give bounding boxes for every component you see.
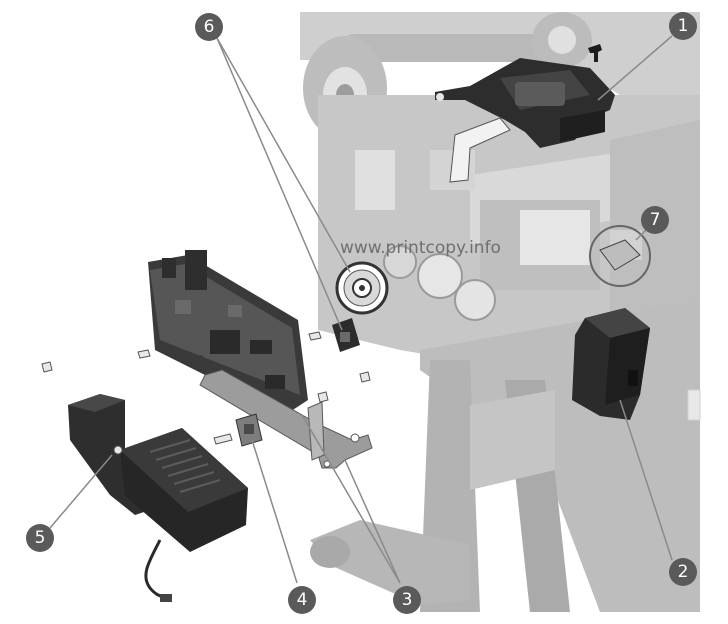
small-bracket <box>235 413 263 447</box>
callout-2-label: 2 <box>678 562 689 582</box>
sensor-highlight <box>589 225 651 287</box>
callout-1-label: 1 <box>678 16 689 36</box>
callout-1: 1 <box>669 12 697 40</box>
main-pcb <box>148 250 308 415</box>
screws <box>41 331 371 445</box>
encoder-disc <box>335 261 389 315</box>
callout-3-label: 3 <box>402 590 413 610</box>
power-supply <box>68 394 248 602</box>
screw <box>588 44 602 62</box>
callout-7-label: 7 <box>650 210 661 230</box>
callout-4-label: 4 <box>297 590 308 610</box>
callout-5: 5 <box>26 524 54 552</box>
callout-7: 7 <box>641 206 669 234</box>
carriage-assembly <box>435 58 615 183</box>
callout-4: 4 <box>288 586 316 614</box>
callout-3: 3 <box>393 586 421 614</box>
callout-2: 2 <box>669 558 697 586</box>
power-box <box>572 308 650 420</box>
callout-6-label: 6 <box>204 17 215 37</box>
watermark: www.printcopy.info <box>340 238 501 258</box>
callout-6: 6 <box>195 13 223 41</box>
encoder-sensor <box>332 318 360 352</box>
callout-5-label: 5 <box>35 528 46 548</box>
pcb-bracket <box>199 369 373 469</box>
